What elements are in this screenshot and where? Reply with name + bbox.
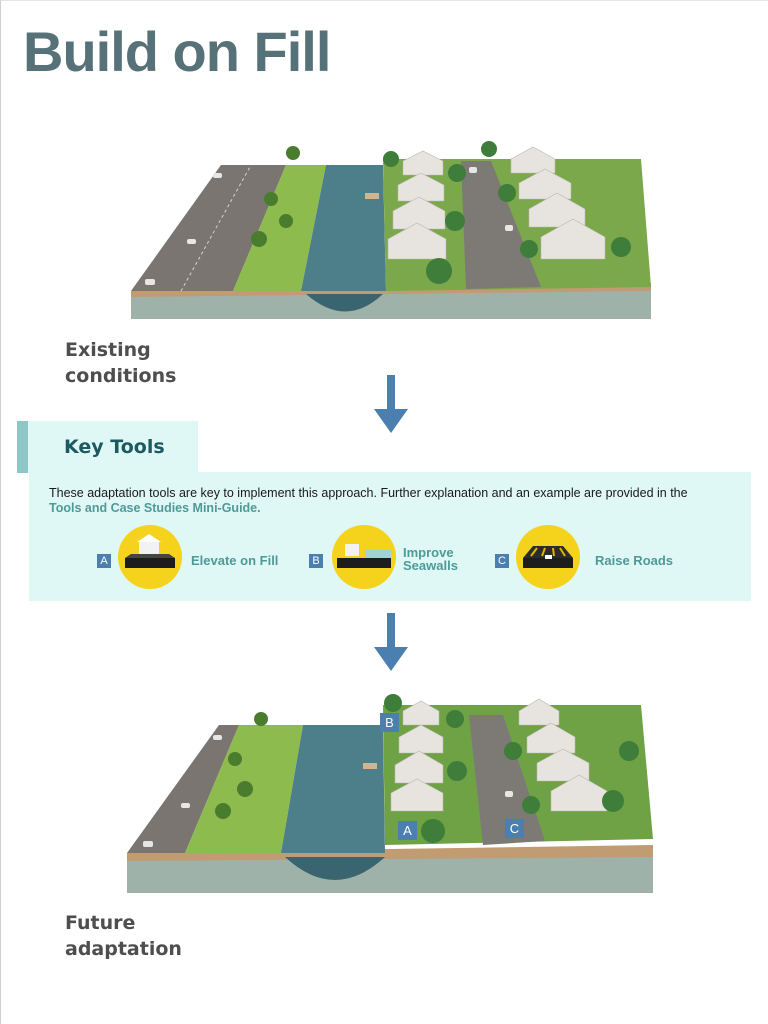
- tool-letter-c: C: [495, 554, 509, 568]
- key-tools-description-text: These adaptation tools are key to implem…: [49, 486, 688, 500]
- badge-a: A: [398, 821, 417, 840]
- key-tools-tab: Key Tools: [17, 421, 198, 473]
- tool-label-improve-seawalls: Improve Seawalls: [403, 545, 458, 573]
- badge-b: B: [380, 713, 399, 732]
- down-arrow-icon: [373, 613, 409, 678]
- key-tools-heading: Key Tools: [64, 436, 165, 458]
- mini-guide-link[interactable]: Tools and Case Studies Mini-Guide.: [49, 501, 261, 515]
- page-title: Build on Fill: [23, 20, 331, 83]
- down-arrow-icon: [373, 375, 409, 440]
- tool-label-raise-roads: Raise Roads: [595, 553, 674, 568]
- future-adaptation-caption: Future adaptation: [65, 912, 182, 960]
- elevate-on-fill-icon: [117, 524, 183, 590]
- tool-letter-b: B: [309, 554, 323, 568]
- tool-label-elevate-on-fill: Elevate on Fill: [191, 553, 279, 568]
- key-tools-panel: These adaptation tools are key to implem…: [29, 472, 751, 601]
- badge-c: C: [505, 819, 524, 838]
- future-adaptation-illustration: B A C: [121, 681, 661, 895]
- tool-raise-roads[interactable]: C Raise Roads: [495, 524, 695, 590]
- key-tools-description: These adaptation tools are key to implem…: [49, 486, 739, 516]
- existing-conditions-illustration: [121, 129, 661, 321]
- tool-elevate-on-fill[interactable]: A Elevate on Fill: [97, 524, 297, 590]
- existing-conditions-caption: Existing conditions: [65, 339, 177, 387]
- tool-improve-seawalls[interactable]: B Improve Seawalls: [309, 524, 479, 590]
- tool-letter-a: A: [97, 554, 111, 568]
- raise-roads-icon: [515, 524, 581, 590]
- improve-seawalls-icon: [331, 524, 397, 590]
